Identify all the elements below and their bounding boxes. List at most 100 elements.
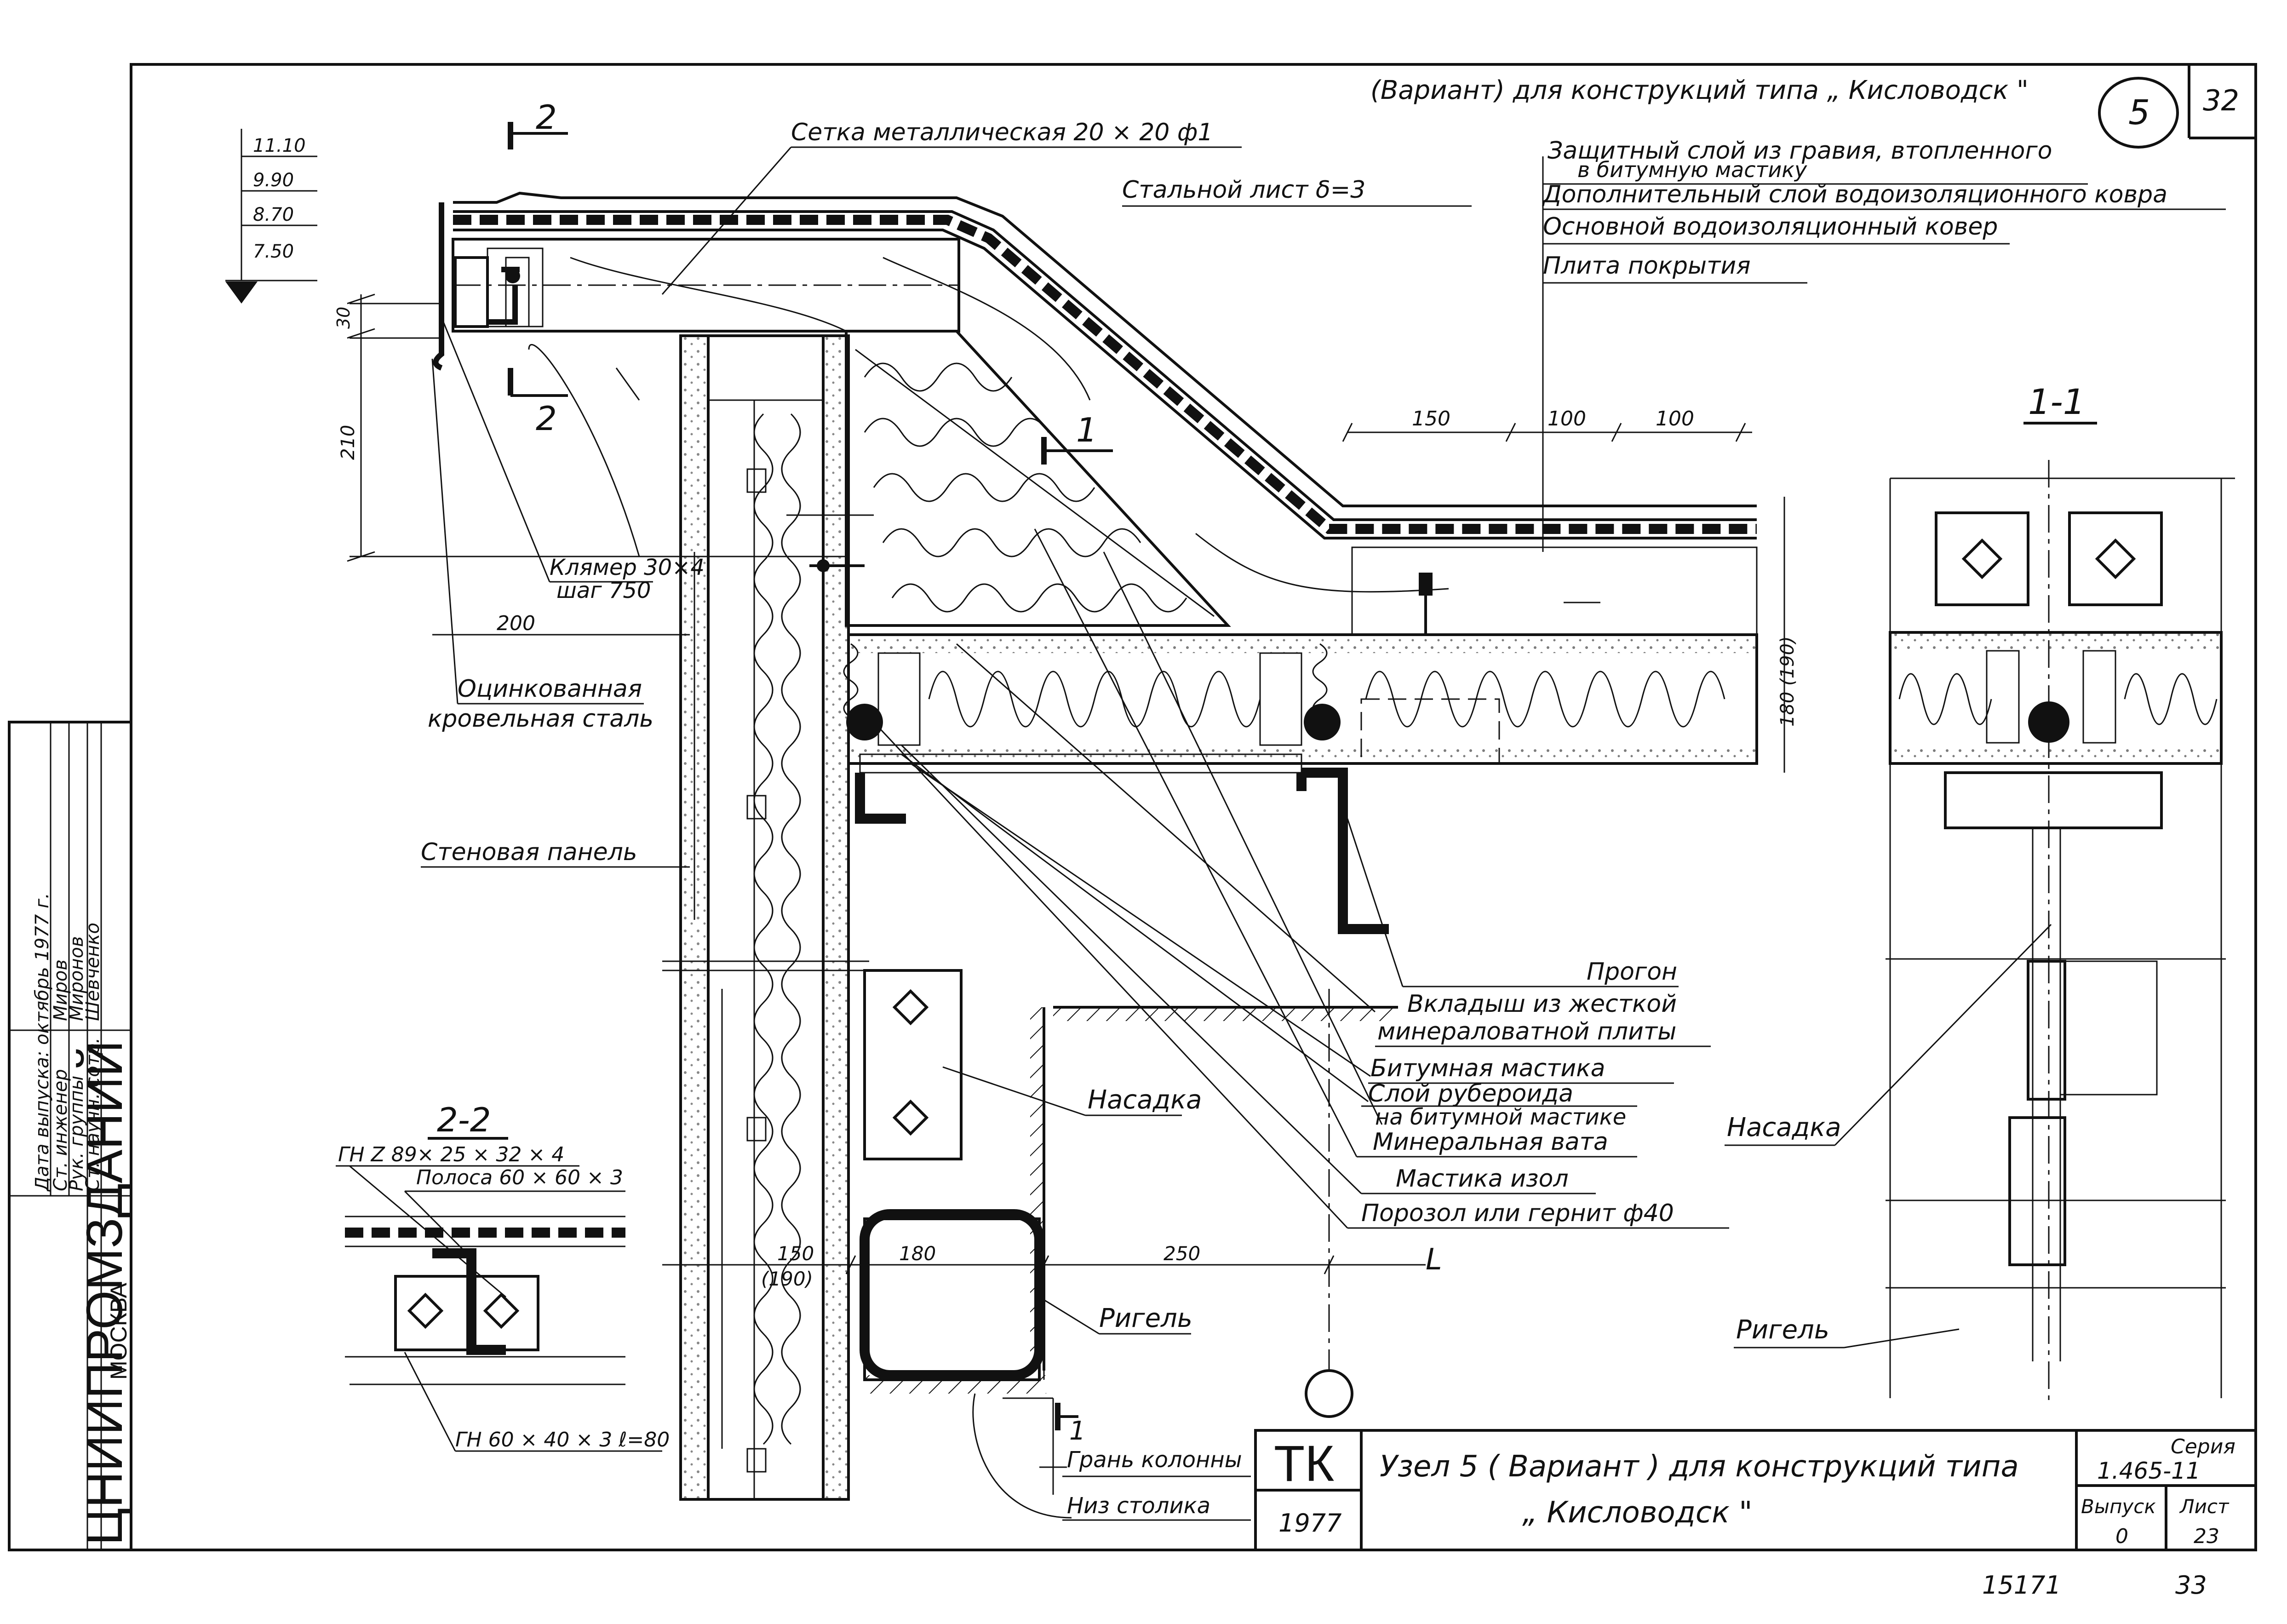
- svg-text:150: 150: [777, 1242, 814, 1265]
- svg-text:Ст. научн. сотр.: Ст. научн. сотр.: [82, 1038, 103, 1191]
- svg-text:150: 150: [1412, 407, 1450, 430]
- label-steel-sheet: Стальной лист δ=3: [1122, 176, 1365, 204]
- svg-text:ГН 60 × 40 × 3 ℓ=80: ГН 60 × 40 × 3 ℓ=80: [455, 1428, 670, 1452]
- svg-text:Слой рубероида: Слой рубероида: [1368, 1080, 1573, 1108]
- page-number: 33: [2175, 1571, 2207, 1600]
- svg-text:Плита покрытия: Плита покрытия: [1543, 252, 1750, 280]
- section-2-2: 2-2 ГН Z 89× 25 × 32 × 4 Полоса 60 × 60 …: [336, 1101, 670, 1452]
- svg-text:минераловатной плиты: минераловатной плиты: [1377, 1018, 1676, 1045]
- stamp-number: 15171: [1982, 1571, 2061, 1600]
- svg-text:210: 210: [338, 425, 359, 460]
- bolt-11-left-icon: [1961, 538, 2003, 580]
- svg-text:Мастика изол: Мастика изол: [1396, 1165, 1569, 1193]
- svg-text:(190): (190): [761, 1268, 813, 1290]
- svg-text:Дата выпуска: октябрь 1977 г.: Дата выпуска: октябрь 1977 г.: [32, 893, 53, 1192]
- label-mesh: Сетка металлическая 20 × 20 ф1: [791, 119, 1213, 146]
- dim-200: 200: [497, 612, 535, 635]
- svg-text:180 (190): 180 (190): [1777, 636, 1798, 727]
- elevation-levels: 11.10 9.90 8.70 7.50: [225, 129, 317, 304]
- series-value: 1.465-11: [2097, 1458, 2201, 1484]
- level-marker-icon: [225, 281, 258, 304]
- label-beam-main: Ригель: [1099, 1303, 1192, 1333]
- stamp-city: МОСКВА: [106, 1283, 132, 1380]
- gasket-right-icon: [1304, 704, 1341, 740]
- svg-text:Шевченко: Шевченко: [82, 923, 103, 1021]
- section-2-cut: 2 2: [508, 98, 568, 438]
- label-cap-right: Насадка: [1727, 1113, 1841, 1142]
- section-1-cut: 1 1: [1041, 411, 1113, 1446]
- label-clamp: Клямер 30×4: [550, 555, 705, 580]
- svg-text:на битумной мастике: на битумной мастике: [1375, 1104, 1626, 1130]
- sheet-value: 23: [2194, 1525, 2219, 1548]
- dimension-top-right: 150 100 100 180 (190): [1342, 407, 1798, 773]
- roof-slab: [843, 546, 1758, 774]
- svg-text:Рук. группы: Рук. группы: [66, 1076, 87, 1191]
- axis-marker-icon: [1305, 1369, 1353, 1418]
- sheet-frame: [130, 63, 2257, 1551]
- svg-text:100: 100: [1656, 407, 1694, 430]
- svg-text:Серия: Серия: [2171, 1435, 2235, 1458]
- airflow-arrows: [528, 257, 1600, 1449]
- svg-text:Дополнительный слой водоизоляц: Дополнительный слой водоизоляционного ко…: [1542, 181, 2167, 208]
- svg-text:Ст. инженер: Ст. инженер: [50, 1069, 71, 1191]
- dimension-bottom: 150 (190) 180 250 L: [662, 989, 1442, 1418]
- svg-text:2: 2: [536, 399, 557, 438]
- svg-text:1-1: 1-1: [2028, 381, 2085, 422]
- side-stamp: ЦНИИПРОМЗДАНИЙ МОСКВА Ст. научн. сотр. Ш…: [8, 721, 133, 1551]
- dimension-left: 30 210: [333, 293, 846, 562]
- right-callouts: Прогон Вкладыш из жесткой минераловатной…: [873, 528, 1729, 1229]
- level-750: 7.50: [253, 241, 294, 262]
- svg-text:2-2: 2-2: [437, 1101, 491, 1139]
- inclined-insulation: [845, 330, 1231, 627]
- title-code: ТК: [1274, 1435, 1334, 1492]
- svg-text:1: 1: [1076, 411, 1097, 449]
- level-1110: 11.10: [253, 135, 306, 156]
- gasket-left-icon: [846, 704, 883, 740]
- sheet-corner-number: 32: [2203, 84, 2239, 117]
- beam-support: [860, 969, 1398, 1495]
- node-number: 5: [2128, 93, 2150, 132]
- label-beam-right: Ригель: [1736, 1315, 1829, 1345]
- bolt-11-right-icon: [2095, 538, 2136, 580]
- title-block: ТК 1977 Узел 5 ( Вариант ) для конструкц…: [1254, 1429, 2257, 1551]
- node-number-circle: 5: [2098, 77, 2179, 149]
- label-cap-main: Насадка: [1088, 1085, 1202, 1115]
- svg-text:180: 180: [899, 1242, 936, 1265]
- section-1-1: 1-1 Насадка Ригель: [1725, 381, 2235, 1403]
- svg-text:Полоса 60 × 60 × 3: Полоса 60 × 60 × 3: [416, 1166, 623, 1189]
- svg-text:30: 30: [333, 307, 354, 329]
- parapet-cap: [433, 191, 1757, 539]
- title-line-2: „ Кисловодск ": [1522, 1496, 1753, 1530]
- stamp-org: ЦНИИПРОМЗДАНИЙ: [76, 1040, 133, 1545]
- svg-text:Лист: Лист: [2179, 1495, 2230, 1518]
- level-870: 8.70: [253, 204, 294, 225]
- svg-text:Вкладыш из жесткой: Вкладыш из жесткой: [1407, 990, 1677, 1018]
- span-symbol: L: [1426, 1243, 1442, 1277]
- purlins: [855, 768, 1389, 934]
- label-wall-panel: Стеновая панель: [421, 838, 637, 866]
- issue-value: 0: [2115, 1525, 2128, 1548]
- svg-text:в битумную мастику: в битумную мастику: [1577, 157, 1807, 182]
- svg-text:Миронов: Миронов: [66, 936, 87, 1021]
- title-year: 1977: [1278, 1509, 1341, 1538]
- bolt-top-icon: [892, 989, 929, 1026]
- svg-text:250: 250: [1164, 1242, 1200, 1265]
- svg-text:Минеральная вата: Минеральная вата: [1373, 1128, 1608, 1156]
- svg-text:Защитный слой из гравия, втопл: Защитный слой из гравия, втопленного: [1548, 137, 2052, 165]
- svg-text:Прогон: Прогон: [1587, 958, 1677, 986]
- label-column-bottom: Низ столика: [1067, 1493, 1210, 1519]
- svg-text:2: 2: [536, 98, 557, 137]
- svg-text:Битумная мастика: Битумная мастика: [1370, 1055, 1605, 1082]
- svg-text:ГН Z 89× 25 × 32 × 4: ГН Z 89× 25 × 32 × 4: [338, 1143, 564, 1166]
- svg-text:1: 1: [1069, 1416, 1086, 1446]
- svg-text:Выпуск: Выпуск: [2081, 1495, 2156, 1518]
- svg-text:100: 100: [1548, 407, 1586, 430]
- label-galvanized: Оцинкованная: [458, 675, 642, 703]
- level-990: 9.90: [253, 170, 294, 191]
- svg-text:Миров: Миров: [50, 959, 71, 1021]
- title-line-1: Узел 5 ( Вариант ) для конструкций типа: [1380, 1450, 2019, 1484]
- svg-text:Основной водоизоляционный кове: Основной водоизоляционный ковер: [1543, 213, 1998, 241]
- bolt-bottom-icon: [892, 1099, 929, 1136]
- layer-callouts: Защитный слой из гравия, втопленного в б…: [1542, 137, 2226, 552]
